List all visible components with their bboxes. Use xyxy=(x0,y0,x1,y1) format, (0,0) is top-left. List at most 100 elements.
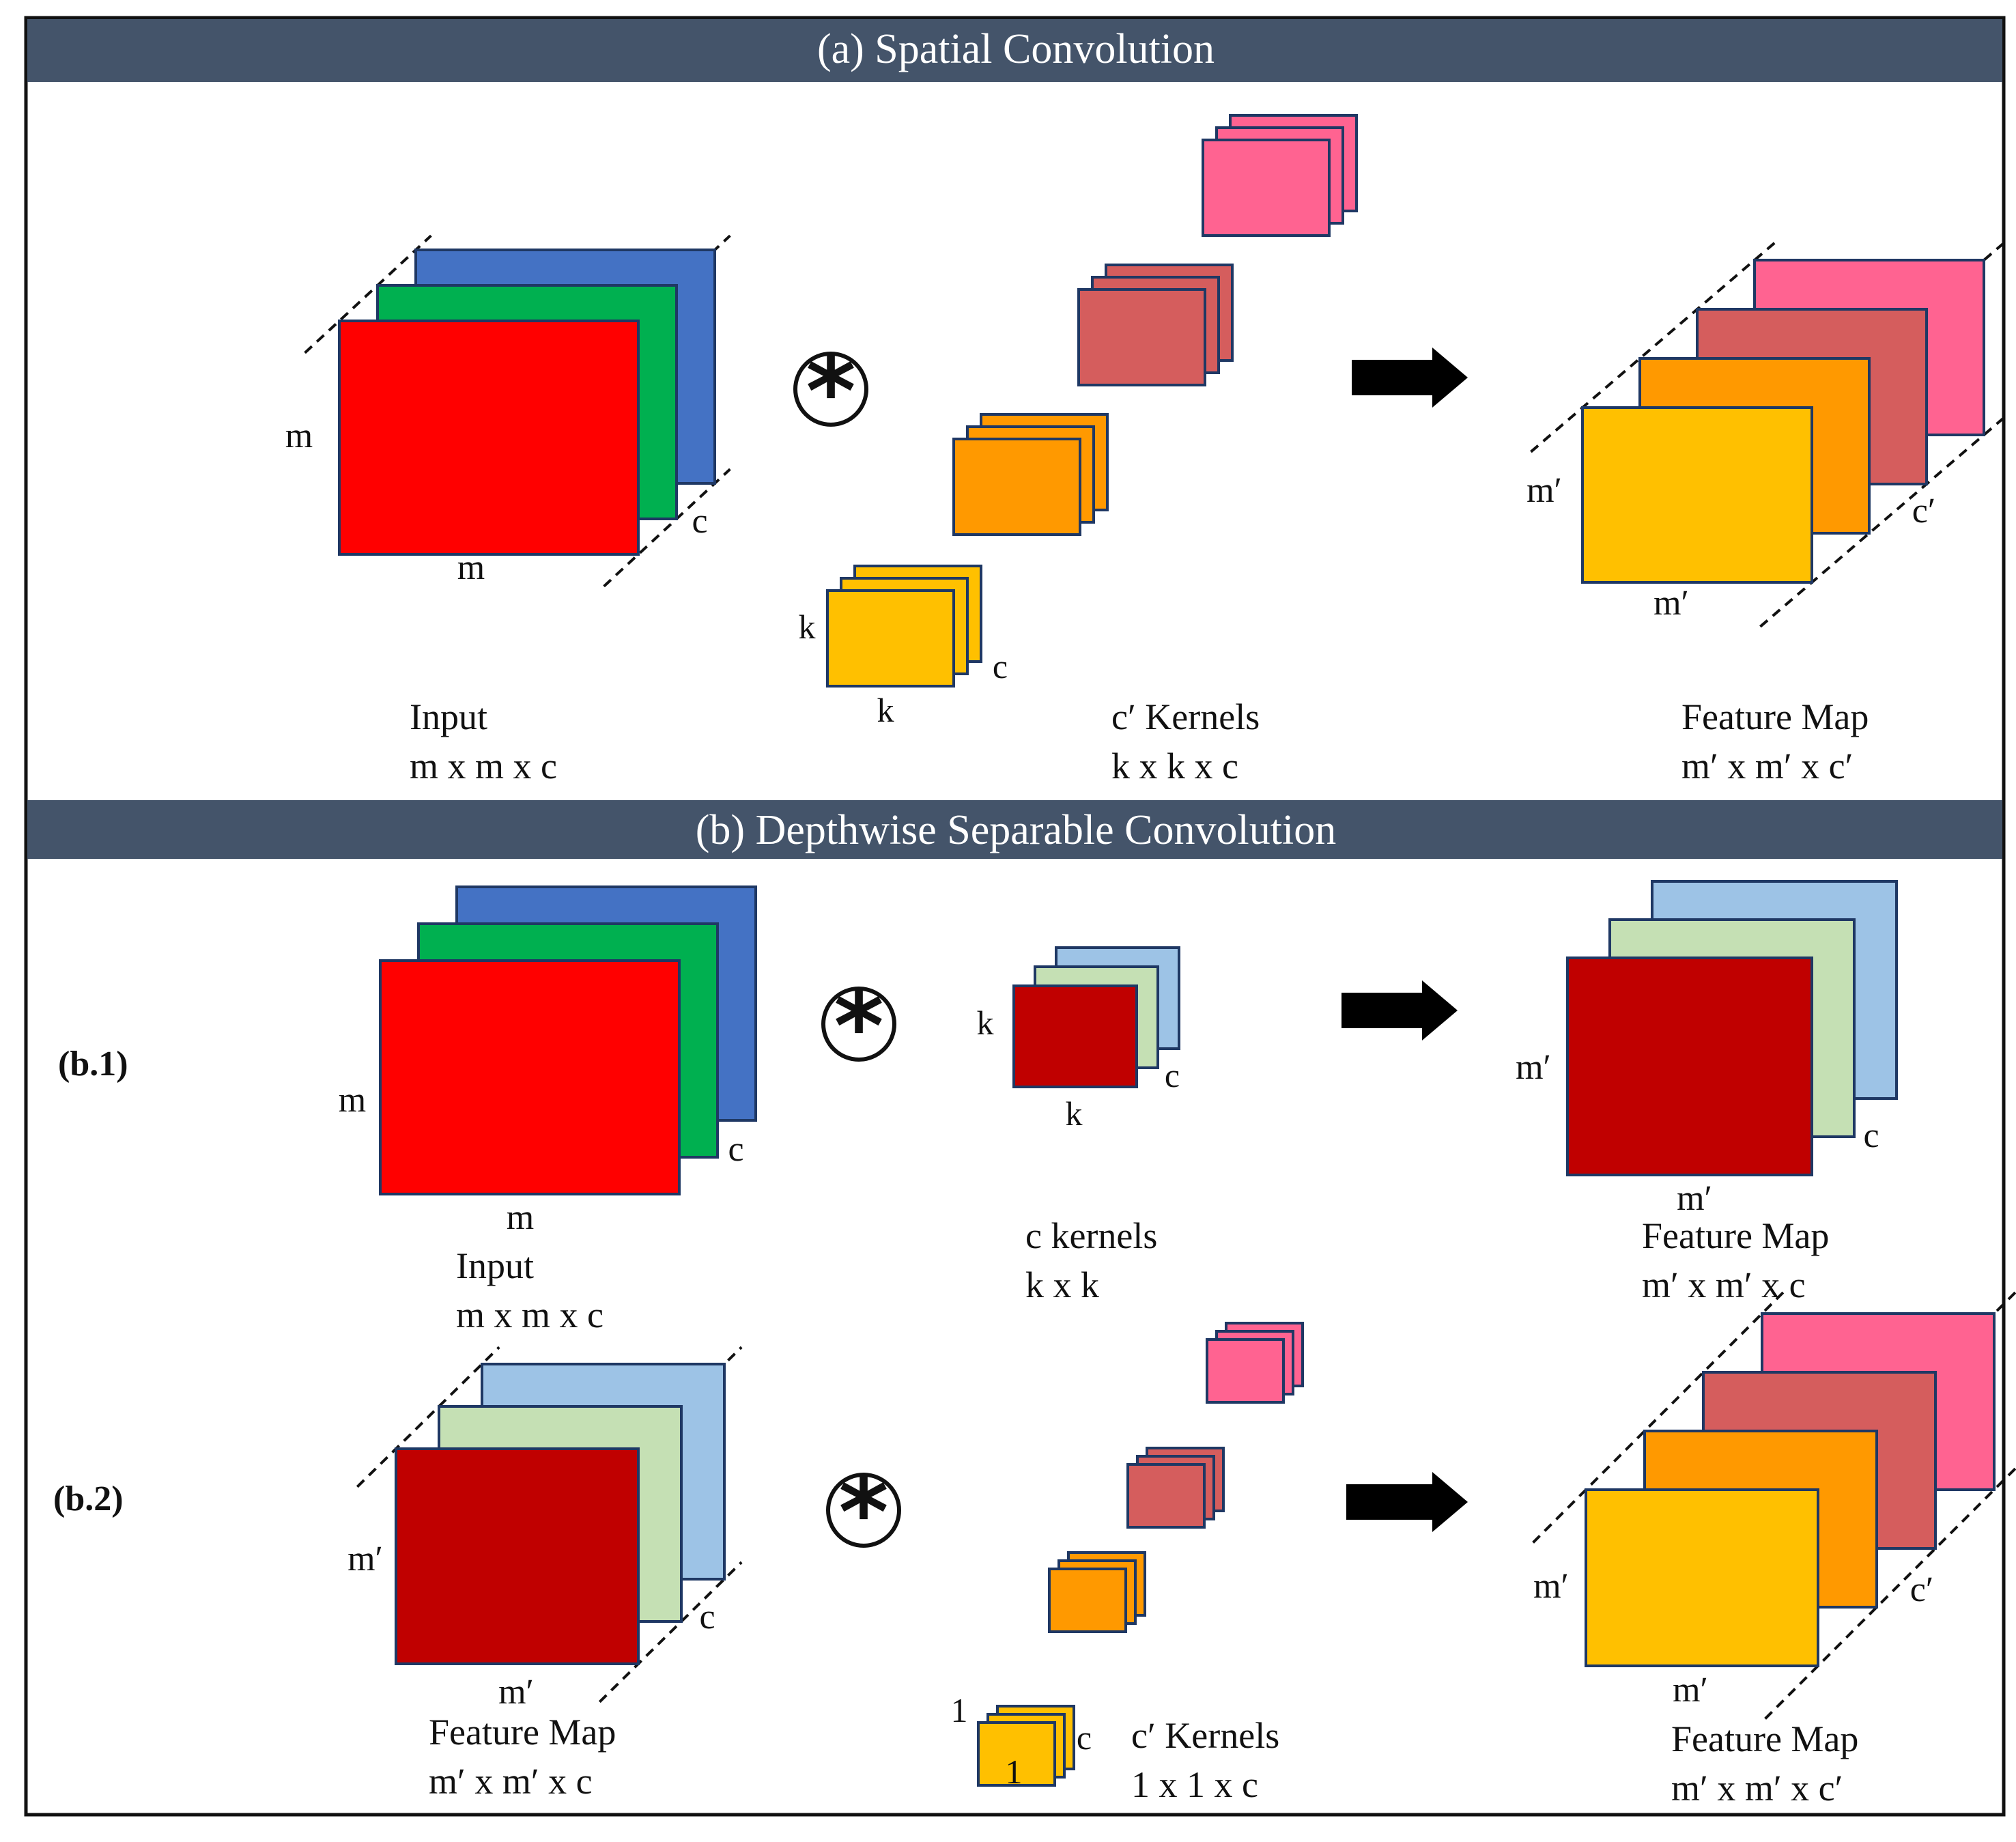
b2-step-label: (b.2) xyxy=(53,1479,124,1518)
b1-kernel-dim-left: k xyxy=(977,1004,994,1042)
a-input-dim-depth: c xyxy=(692,502,707,541)
a-output-dim-left: m′ xyxy=(1527,471,1562,510)
convolution-asterisk-glyph: * xyxy=(838,1458,888,1569)
b2-input-layer-dark_red xyxy=(395,1447,640,1665)
right-arrow-icon xyxy=(1341,980,1458,1040)
a-kernel-salmon-layer-salmon xyxy=(1077,288,1206,386)
b1-kernel-dim-bottom: k xyxy=(1066,1094,1083,1133)
a-input-depth-guide-line xyxy=(304,234,432,354)
b1-kernel-layer-dark_red xyxy=(1012,984,1138,1088)
b2-input-dim-bottom: m′ xyxy=(498,1673,534,1712)
b2-input-name: Feature Map xyxy=(429,1712,616,1753)
a-kernel-name: c′ Kernels xyxy=(1111,696,1260,737)
b2-output-dim-depth: c′ xyxy=(1910,1570,1933,1609)
b2-input-dim-depth: c xyxy=(699,1598,715,1636)
b2-kernel-name: c′ Kernels xyxy=(1131,1715,1279,1756)
a-output-depth-guide-line xyxy=(1759,414,2008,628)
a-kernel-dim-bottom: k xyxy=(877,691,894,729)
section-b-header-bar xyxy=(27,800,2002,859)
b2-input-shape: m′ x m′ x c xyxy=(429,1761,593,1802)
section-b-title: (b) Depthwise Separable Convolution xyxy=(696,807,1336,853)
b2-output-shape: m′ x m′ x c′ xyxy=(1671,1768,1843,1809)
b2-input-depth-guide-line xyxy=(598,1561,743,1703)
convolution-asterisk-icon xyxy=(826,1473,901,1548)
b1-output-dim-bottom: m′ xyxy=(1677,1179,1712,1218)
b1-convolution-operator: * xyxy=(821,972,896,1083)
b2-output-tensor: m′ m′ c′ Feature Map m′ x m′ x c′ xyxy=(1532,1289,2016,1809)
a-output-depth-guide-line xyxy=(1530,239,1778,453)
convolution-asterisk-icon xyxy=(793,352,868,427)
b1-output-shape: m′ x m′ x c xyxy=(1642,1264,1806,1305)
outer-frame xyxy=(24,16,2006,1817)
b2-output-layer-gold xyxy=(1585,1488,1819,1667)
a-input-layer-red xyxy=(338,320,640,556)
b1-output-tensor: m′ m′ c Feature Map m′ x m′ x c xyxy=(1516,880,1898,1305)
b1-kernel-name: c kernels xyxy=(1025,1215,1157,1256)
convolution-asterisk-glyph: * xyxy=(834,972,883,1083)
b2-output-dim-bottom: m′ xyxy=(1673,1671,1708,1710)
a-kernel-gold-layer-gold xyxy=(826,589,955,688)
b1-output-name: Feature Map xyxy=(1642,1215,1829,1256)
a-output-dim-bottom: m′ xyxy=(1653,584,1689,623)
b2-output-depth-guide-line xyxy=(1532,1289,1787,1544)
b2-convolution-operator: * xyxy=(826,1458,901,1569)
a-convolution-operator: * xyxy=(793,337,868,448)
b1-input-dim-depth: c xyxy=(728,1130,743,1169)
b2-kernel-shape: 1 x 1 x c xyxy=(1131,1764,1258,1805)
convolution-asterisk-icon xyxy=(821,987,896,1062)
b1-input-dim-left: m xyxy=(339,1081,366,1120)
b2-input-dim-left: m′ xyxy=(347,1540,383,1578)
b1-kernels: k k c c kernels k x k xyxy=(977,946,1180,1305)
b2-input-tensor: m′ m′ c Feature Map m′ x m′ x c xyxy=(347,1346,743,1802)
a-input-shape: m x m x c xyxy=(410,746,557,787)
a-output-shape: m′ x m′ x c′ xyxy=(1681,746,1853,787)
a-kernel-dim-left: k xyxy=(799,608,816,646)
convolution-asterisk-glyph: * xyxy=(806,337,855,448)
b2-output-depth-guide-line xyxy=(1764,1466,2016,1720)
b2-kernels: 1 1 c c′ Kernels 1 x 1 x c xyxy=(951,1322,1304,1805)
right-arrow-shape xyxy=(1341,980,1458,1040)
b1-input-tensor: m m c Input m x m x c xyxy=(339,885,757,1335)
b2-kernel-dim-bottom: 1 xyxy=(1006,1753,1023,1791)
a-input-name: Input xyxy=(410,696,487,737)
a-kernel-shape: k x k x c xyxy=(1111,746,1238,787)
b2-kernel-salmon-layer-salmon xyxy=(1126,1463,1206,1529)
a-input-depth-guide-line xyxy=(603,468,731,588)
right-arrow-icon xyxy=(1352,348,1468,408)
b1-step-label: (b.1) xyxy=(58,1045,128,1083)
b2-output-dim-left: m′ xyxy=(1533,1567,1569,1606)
b1-input-layer-red xyxy=(379,959,681,1195)
b2-kernel-orange-layer-orange xyxy=(1048,1568,1127,1633)
b2-input-depth-guide-line xyxy=(356,1346,500,1488)
section-a-kernels: k k c c′ Kernels k x k x c xyxy=(799,114,1358,787)
section-a-output-tensor: m′ m′ c′ Feature Map m′ x m′ x c′ xyxy=(1527,239,2008,787)
b1-kernel-shape: k x k xyxy=(1025,1264,1099,1305)
a-output-dim-depth: c′ xyxy=(1912,492,1935,530)
b1-input-name: Input xyxy=(456,1245,534,1286)
a-kernel-dim-depth: c xyxy=(993,647,1008,685)
section-a-input-tensor: m m c Input m x m x c xyxy=(285,234,731,787)
a-output-layer-gold xyxy=(1581,406,1813,584)
b1-input-dim-bottom: m xyxy=(507,1198,534,1237)
b2-kernel-pink-layer-pink xyxy=(1206,1338,1285,1404)
section-a-title: (a) Spatial Convolution xyxy=(817,26,1215,72)
b2-kernel-dim-left: 1 xyxy=(951,1691,968,1729)
b1-output-dim-left: m′ xyxy=(1516,1048,1551,1087)
section-a-header-bar xyxy=(27,19,2002,82)
b1-output-layer-dark_red xyxy=(1566,957,1813,1176)
a-output-name: Feature Map xyxy=(1681,696,1869,737)
b2-output-name: Feature Map xyxy=(1671,1718,1858,1759)
b1-output-dim-depth: c xyxy=(1863,1116,1879,1155)
a-input-dim-left: m xyxy=(285,416,313,455)
right-arrow-shape xyxy=(1346,1472,1468,1532)
right-arrow-shape xyxy=(1352,348,1468,408)
right-arrow-icon xyxy=(1346,1472,1468,1532)
b1-kernel-dim-depth: c xyxy=(1165,1056,1180,1094)
a-kernel-orange-layer-orange xyxy=(952,438,1081,536)
b2-kernel-dim-depth: c xyxy=(1077,1718,1092,1757)
a-kernel-pink-layer-pink xyxy=(1202,139,1331,237)
a-input-dim-bottom: m xyxy=(457,548,485,587)
b2-kernel-gold-layer-gold xyxy=(977,1721,1056,1787)
b1-input-shape: m x m x c xyxy=(456,1294,604,1335)
